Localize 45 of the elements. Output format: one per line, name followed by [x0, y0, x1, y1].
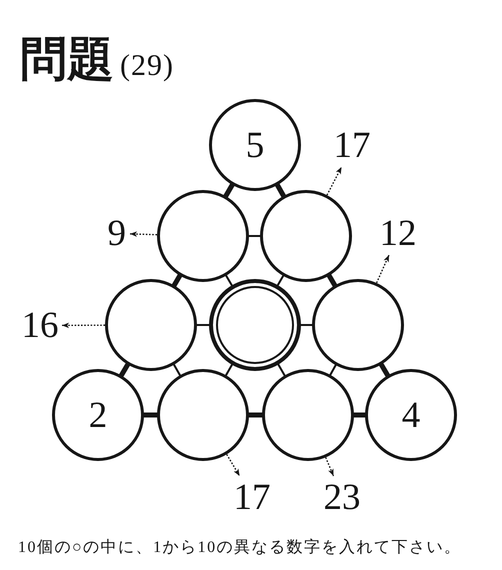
connector-line: [222, 182, 236, 200]
connector-line: [172, 363, 182, 377]
connector-line: [248, 235, 262, 237]
answer-circle: [157, 369, 249, 461]
connector-line: [142, 412, 159, 418]
arrow: [62, 322, 105, 328]
answer-circle: [260, 190, 352, 282]
arrow: [326, 166, 342, 196]
title: 問題(29): [20, 34, 174, 86]
answer-circle: [262, 369, 354, 461]
double-answer-circle: [209, 279, 301, 371]
circle-number: 2: [88, 396, 108, 434]
connector-line: [300, 324, 314, 326]
arrow: [376, 254, 390, 284]
circle-number: 5: [246, 126, 264, 164]
sum-number: 12: [380, 214, 416, 252]
connector-line: [171, 272, 183, 288]
circle-number: 4: [402, 396, 420, 434]
answer-circle: [105, 279, 197, 371]
circle: [365, 369, 457, 461]
sum-number: 16: [22, 306, 58, 344]
connector-line: [224, 274, 234, 288]
sum-number: 17: [234, 478, 270, 516]
circle: [52, 369, 144, 461]
connector-line: [326, 272, 338, 288]
instruction-text: 10個の○の中に、1から10の異なる数字を入れて下さい。: [18, 538, 462, 558]
sum-number: 9: [108, 214, 126, 252]
connector-line: [276, 274, 285, 287]
sum-number: 23: [324, 478, 360, 516]
connector-line: [247, 412, 264, 418]
circle: [209, 99, 301, 191]
connector-line: [274, 182, 287, 199]
connector-line: [196, 324, 210, 326]
answer-circle: [312, 279, 404, 371]
answer-circle: [157, 190, 249, 282]
connector-line: [328, 363, 338, 377]
arrow: [325, 457, 334, 476]
sum-number: 17: [334, 126, 370, 164]
connector-line: [276, 362, 286, 378]
connector-line: [224, 363, 234, 377]
connector-line: [378, 362, 391, 378]
connector-line: [118, 362, 131, 378]
arrow: [130, 231, 158, 237]
arrow: [226, 454, 240, 476]
connector-line: [352, 412, 367, 418]
